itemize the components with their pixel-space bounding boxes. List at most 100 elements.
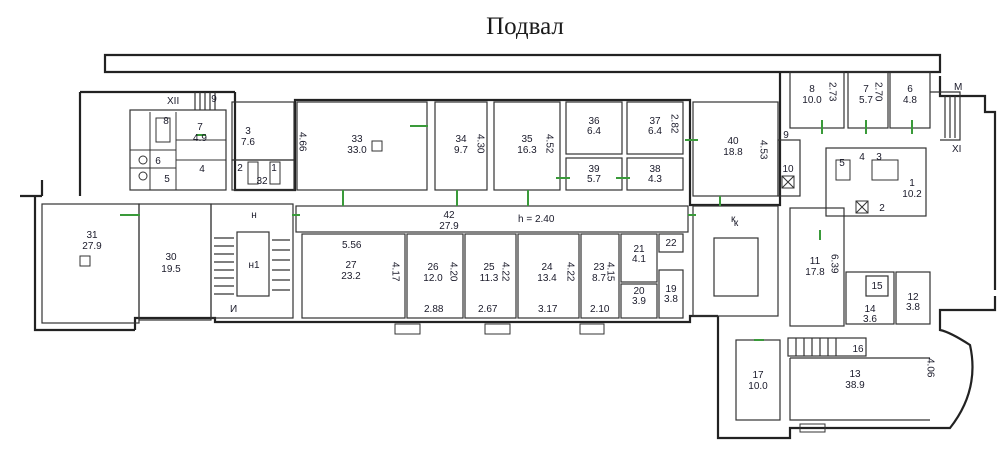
dimension-label: 4.52 bbox=[544, 134, 555, 154]
dimension-label: 4.53 bbox=[758, 140, 769, 160]
stair-labels: XII M XI И к bbox=[167, 82, 962, 315]
room-number: 7 bbox=[197, 122, 203, 133]
room-area: 23.2 bbox=[341, 271, 361, 282]
dimension-labels: h = 2.40 5.56 2.88 2.67 3.17 2.10 4.66 4… bbox=[297, 82, 936, 378]
dimension-label: 2.73 bbox=[827, 82, 838, 102]
room-number: 5 bbox=[164, 174, 170, 185]
room-number: 26 bbox=[427, 262, 439, 273]
room-area: 11.3 bbox=[480, 273, 499, 284]
room-number: 7 bbox=[863, 84, 869, 95]
dimension-label: 4.22 bbox=[500, 262, 511, 282]
room-area: 5.7 bbox=[859, 95, 873, 106]
stair-k-label: к bbox=[731, 214, 736, 225]
room-area: 4.8 bbox=[903, 95, 917, 106]
room-number: 36 bbox=[588, 116, 600, 127]
dimension-label: 4.17 bbox=[390, 262, 401, 282]
room-number: 9 bbox=[211, 94, 217, 105]
room-number: к bbox=[734, 218, 739, 229]
room-number: 2 bbox=[237, 163, 243, 174]
room-number: 8 bbox=[163, 116, 169, 127]
room-number: 12 bbox=[907, 292, 919, 303]
door-marks bbox=[120, 120, 913, 341]
room-number: н1 bbox=[248, 260, 260, 271]
dimension-label: 4.22 bbox=[565, 262, 576, 282]
room-number: 14 bbox=[864, 304, 876, 315]
room-number: 34 bbox=[455, 134, 467, 145]
room-number: 9 bbox=[783, 130, 789, 141]
stair-xi-label: XI bbox=[952, 144, 961, 155]
room-area: 10.0 bbox=[802, 95, 822, 106]
plan-title: Подвал bbox=[486, 13, 564, 40]
room-area: 27.9 bbox=[439, 221, 459, 232]
room-number: 11 bbox=[810, 256, 821, 267]
room-area: 5.7 bbox=[587, 174, 601, 185]
east-rooms bbox=[735, 71, 961, 433]
room-number: 24 bbox=[541, 262, 553, 273]
room-area: 27.9 bbox=[82, 241, 102, 252]
room-area: 12.0 bbox=[423, 273, 443, 284]
room-area: 33.0 bbox=[347, 145, 367, 156]
dimension-label: 4.15 bbox=[605, 262, 616, 282]
room-number: 22 bbox=[665, 238, 677, 249]
room-number: 25 bbox=[483, 262, 495, 273]
room-area: 3.8 bbox=[664, 294, 678, 305]
dimension-label: 4.30 bbox=[475, 134, 486, 154]
room-area: 7.6 bbox=[241, 137, 255, 148]
stair-xii-label: XII bbox=[167, 96, 179, 107]
room-number: 37 bbox=[649, 116, 661, 127]
room-number: 30 bbox=[165, 252, 177, 263]
room-area: 16.3 bbox=[517, 145, 537, 156]
ceiling-height-label: h = 2.40 bbox=[518, 214, 555, 225]
dimension-label: 2.67 bbox=[478, 304, 498, 315]
room-number: 42 bbox=[443, 210, 455, 221]
room-area: 9.7 bbox=[454, 145, 468, 156]
room-area: 13.4 bbox=[537, 273, 557, 284]
room-number: 39 bbox=[588, 164, 600, 175]
room-number: 31 bbox=[86, 230, 98, 241]
room-number: 38 bbox=[649, 164, 661, 175]
dimension-label: 4.20 bbox=[448, 262, 459, 282]
room-number: 32 bbox=[256, 176, 268, 187]
room-number: 8 bbox=[809, 84, 815, 95]
stair-m-label: M bbox=[954, 82, 962, 93]
room-number: 5 bbox=[839, 158, 845, 169]
room-area: 4.3 bbox=[648, 174, 662, 185]
dimension-label: 6.39 bbox=[829, 254, 840, 274]
north-rooms bbox=[296, 101, 779, 197]
dimension-label: 2.82 bbox=[669, 114, 680, 134]
stair-i-label: И bbox=[230, 304, 237, 315]
room-number: 35 bbox=[521, 134, 533, 145]
dimension-label: 2.10 bbox=[590, 304, 610, 315]
room-area: 38.9 bbox=[845, 380, 865, 391]
room-area: 19.5 bbox=[161, 264, 181, 275]
room-number: 1 bbox=[271, 163, 277, 174]
room-number: 16 bbox=[852, 344, 864, 355]
room-number: 6 bbox=[907, 84, 913, 95]
room-number: н bbox=[251, 210, 257, 221]
room-number: 21 bbox=[633, 244, 645, 255]
west-rooms bbox=[41, 92, 295, 324]
room-number: 17 bbox=[752, 370, 764, 381]
room-number: 3 bbox=[876, 152, 882, 163]
room-area: 8.7 bbox=[592, 273, 606, 284]
room-area: 6.4 bbox=[648, 126, 662, 137]
room-number: 15 bbox=[871, 281, 883, 292]
dimension-label: 4.06 bbox=[925, 358, 936, 378]
room-area: 3.8 bbox=[906, 302, 920, 313]
room-number: 6 bbox=[155, 156, 161, 167]
room-number: 19 bbox=[665, 284, 677, 295]
room-area: 10.0 bbox=[748, 381, 768, 392]
dimension-label: 2.88 bbox=[424, 304, 444, 315]
room-number: 20 bbox=[633, 286, 645, 297]
dimension-label: 4.66 bbox=[297, 132, 308, 152]
room-number: 40 bbox=[727, 136, 739, 147]
room-labels: 31 27.9 30 19.5 н1 н 7 4.9 8 6 5 4 3 7.6… bbox=[79, 84, 922, 392]
room-number: 23 bbox=[593, 262, 605, 273]
room-area: 4.1 bbox=[632, 254, 646, 265]
room-number: 4 bbox=[199, 164, 205, 175]
room-number: 2 bbox=[879, 203, 885, 214]
room-number: 10 bbox=[782, 164, 794, 175]
south-rooms bbox=[295, 205, 779, 335]
room-area: 4.9 bbox=[193, 133, 207, 144]
room-number: 4 bbox=[859, 152, 865, 163]
